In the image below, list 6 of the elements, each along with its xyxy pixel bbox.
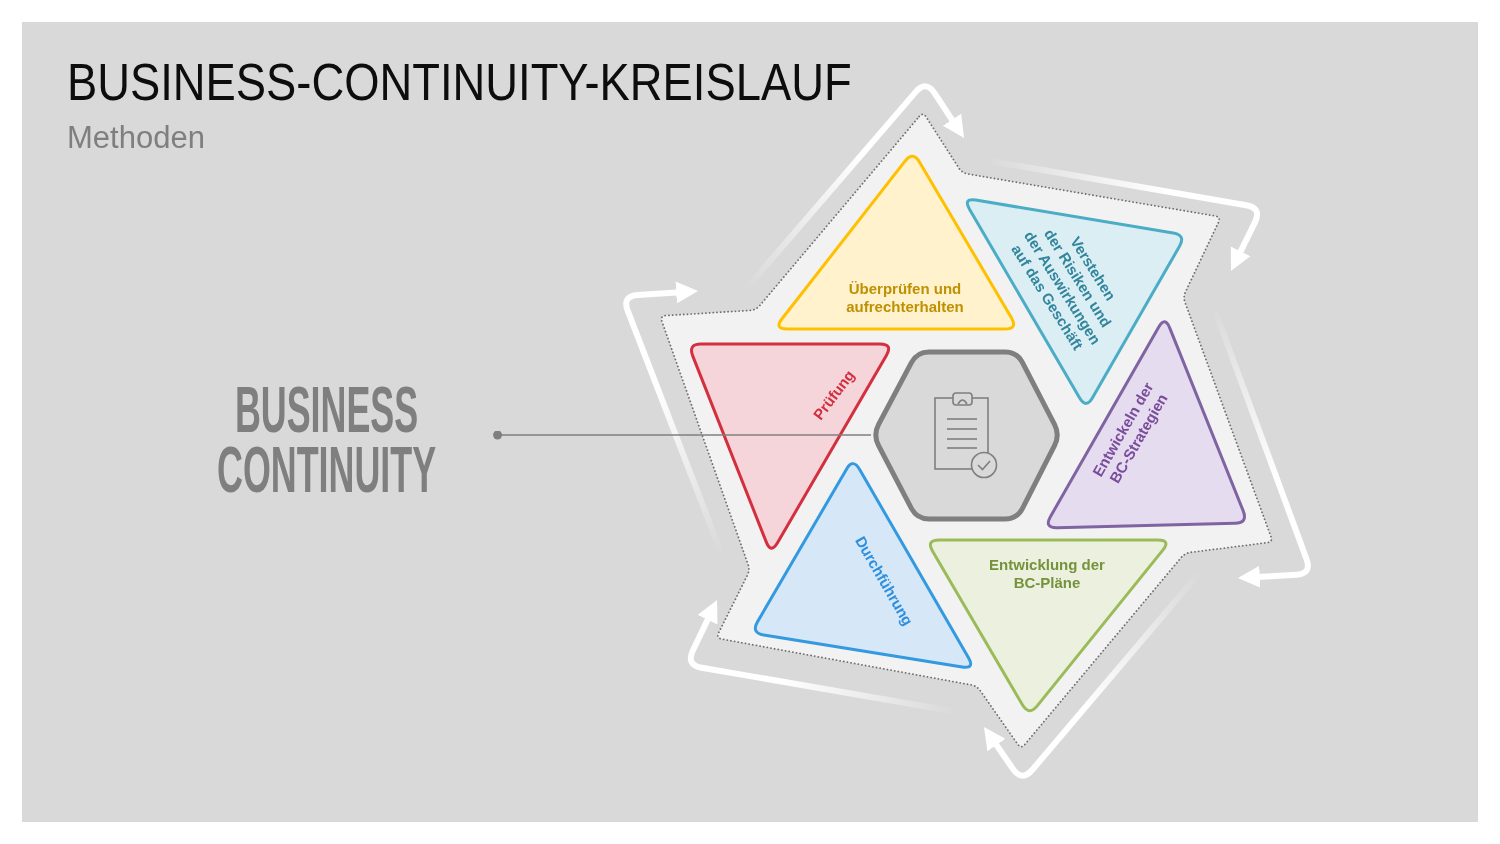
segment-label: Entwicklung der BC-Pläne (989, 556, 1105, 592)
slide-title: BUSINESS-CONTINUITY-KREISLAUF (67, 56, 852, 108)
segment-label: Überprüfen und aufrechterhalten (846, 280, 964, 316)
side-heading: BUSINESS CONTINUITY (216, 380, 436, 500)
leader-line (493, 430, 872, 440)
slide-subtitle: Methoden (67, 122, 205, 153)
